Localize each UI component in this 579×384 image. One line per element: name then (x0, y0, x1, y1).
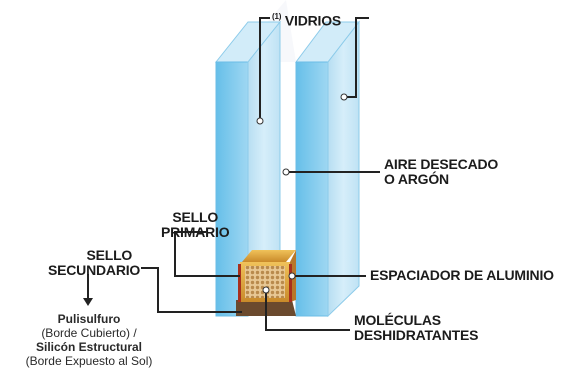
label-sello-primario-line2: PRIMARIO (161, 224, 230, 240)
label-sello-primario: SELLO PRIMARIO (161, 209, 230, 240)
label-moleculas: MOLÉCULAS DESHIDRATANTES (354, 313, 478, 343)
primary-seal (238, 264, 241, 302)
label-sello-secundario-line1: SELLO (86, 247, 133, 263)
note-borde-expuesto: (Borde Expuesto al Sol) (25, 354, 153, 368)
label-sello-secundario-line2: SECUNDARIO (48, 262, 141, 278)
note-pulisulfuro: Pulisulfuro (57, 312, 121, 326)
label-aire-desecado: AIRE DESECADO O ARGÓN (384, 157, 498, 187)
leader-moleculas (265, 290, 350, 331)
label-espaciador: ESPACIADOR DE ALUMINIO (370, 267, 554, 283)
label-vidrios-text: VIDRIOS (284, 12, 342, 29)
back-glass-pane (295, 20, 361, 318)
label-sello-secundario: SELLO SECUNDARIO (48, 248, 140, 278)
leader-lines (87, 17, 380, 331)
sealant-notes: Pulisulfuro (Borde Cubierto) / Silicón E… (5, 312, 173, 368)
label-vidrios: (1) VIDRIOS (272, 10, 341, 29)
edge-seal-assembly (236, 250, 296, 316)
leader-vidrios-left (259, 17, 270, 121)
label-vidrios-ref: (1) (272, 12, 282, 21)
spacer-top (242, 250, 296, 262)
leader-sello-secundario (141, 267, 242, 313)
arrow-down-icon (83, 298, 93, 306)
leader-sello-primario (174, 231, 240, 277)
leader-dots (256, 93, 348, 294)
note-borde-cubierto: (Borde Cubierto) / (41, 326, 137, 340)
front-glass-pane (214, 20, 282, 317)
leader-vidrios-right (344, 17, 369, 98)
label-aire-line1: AIRE DESECADO (384, 156, 499, 172)
label-aire-line2: O ARGÓN (384, 171, 449, 187)
label-moleculas-line1: MOLÉCULAS (354, 312, 441, 328)
note-silicon: Silicón Estructural (35, 340, 143, 354)
label-sello-primario-line1: SELLO (172, 209, 219, 225)
primary-seal-right (289, 264, 292, 302)
label-moleculas-line2: DESHIDRATANTES (354, 327, 479, 343)
